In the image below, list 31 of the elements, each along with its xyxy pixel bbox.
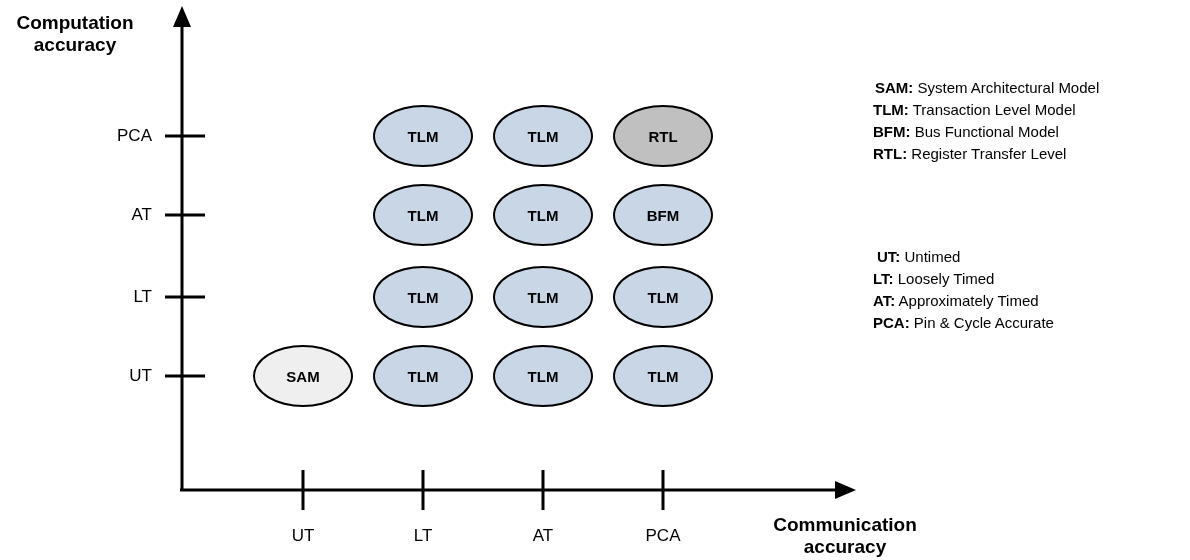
legend-text: BFM: Bus Functional Model: [873, 123, 1059, 140]
node-label: TLM: [407, 206, 439, 224]
node-label: TLM: [407, 127, 439, 145]
node-label: BFM: [646, 206, 680, 224]
node-label: TLM: [527, 367, 559, 385]
legend-text: LT: Loosely Timed: [873, 270, 995, 287]
node-label: TLM: [527, 288, 559, 306]
axis-title: Computation accuracy: [15, 12, 135, 56]
node-label: TLM: [647, 288, 679, 306]
tick-label: AT: [531, 526, 555, 546]
tick-label: UT: [290, 526, 316, 546]
tick-label: UT: [129, 366, 152, 386]
legend-text: SAM: System Architectural Model: [875, 79, 1100, 96]
tick-label: PCA: [644, 526, 682, 546]
node-label: TLM: [647, 367, 679, 385]
node-label: TLM: [407, 367, 439, 385]
tick-label: AT: [131, 205, 152, 225]
legend-text: UT: Untimed: [877, 248, 961, 265]
node-label: SAM: [286, 367, 320, 385]
tick-label: LT: [133, 287, 152, 307]
tick-label: LT: [412, 526, 434, 546]
legend-text: AT: Approximately Timed: [873, 292, 1039, 309]
legend-text: RTL: Register Transfer Level: [873, 145, 1067, 162]
node-label: TLM: [527, 127, 559, 145]
node-label: RTL: [648, 127, 678, 145]
legend-text: PCA: Pin & Cycle Accurate: [873, 314, 1054, 331]
axis-title: Communication accuracy: [772, 514, 918, 558]
tick-label: PCA: [117, 126, 152, 146]
legend-text: TLM: Transaction Level Model: [873, 101, 1076, 118]
node-label: TLM: [407, 288, 439, 306]
node-label: TLM: [527, 206, 559, 224]
